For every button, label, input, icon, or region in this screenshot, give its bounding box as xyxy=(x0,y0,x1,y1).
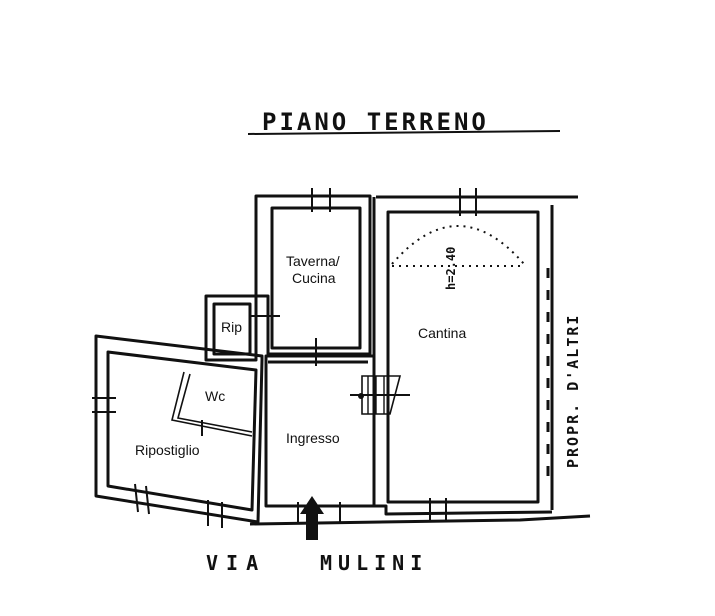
street-word-via: VIA xyxy=(206,551,266,575)
entrance-arrow-icon xyxy=(300,496,324,540)
room-label-ripostiglio: Ripostiglio xyxy=(135,442,200,458)
room-label-cantina: Cantina xyxy=(418,325,466,341)
title-underline xyxy=(247,130,561,135)
room-label-cucina: Cucina xyxy=(292,270,336,286)
vault-arc xyxy=(391,225,525,267)
walls xyxy=(94,194,591,526)
room-label-rip: Rip xyxy=(221,319,242,335)
stair xyxy=(350,375,410,415)
street-word-mulini: MULINI xyxy=(320,551,428,575)
room-label-taverna: Taverna/ xyxy=(286,253,340,269)
room-label-ingresso: Ingresso xyxy=(286,430,340,446)
room-label-wc: Wc xyxy=(205,388,225,404)
neighbor-property-label: PROPR. D'ALTRI xyxy=(564,314,582,468)
openings xyxy=(92,188,477,528)
ceiling-height-label: h=2.40 xyxy=(444,247,458,290)
